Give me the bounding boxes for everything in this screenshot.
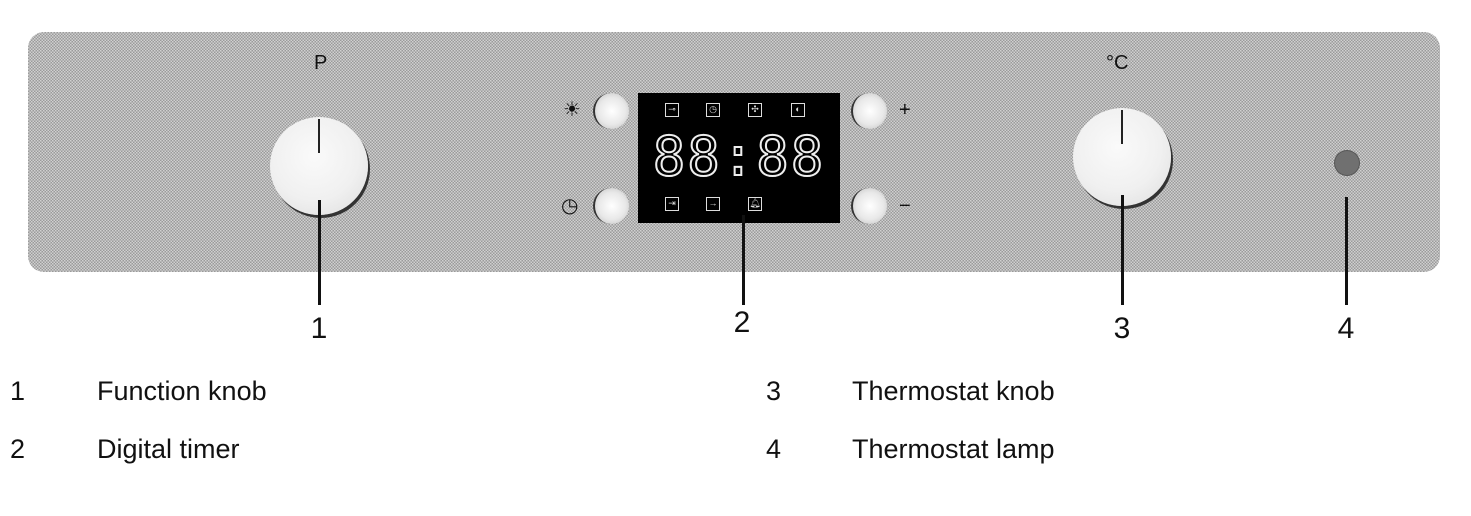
end-time-icon: → xyxy=(706,197,720,211)
callout-line-3 xyxy=(1121,195,1124,305)
light-button[interactable] xyxy=(593,93,629,129)
plus-icon: + xyxy=(899,99,911,121)
digital-timer-display: ⊸ ◷ ✣ ◐ 88:88 ⇥ → 🔔︎ xyxy=(638,93,840,223)
minus-button[interactable] xyxy=(851,188,887,224)
legend-num-3: 3 xyxy=(766,376,782,406)
legend-num-1: 1 xyxy=(10,376,26,406)
minus-icon: − xyxy=(899,195,911,217)
fan-icon: ✣ xyxy=(748,103,762,117)
callout-3: 3 xyxy=(1113,312,1131,345)
legend-label-2: Digital timer xyxy=(97,434,240,464)
timer-digits: 88:88 xyxy=(652,125,826,188)
callout-line-2 xyxy=(742,215,745,305)
bell-icon: 🔔︎ xyxy=(748,197,762,211)
callout-line-1 xyxy=(318,200,321,305)
legend-num-4: 4 xyxy=(766,434,782,464)
legend-label-3: Thermostat knob xyxy=(852,376,1055,406)
light-icon: ☀ xyxy=(563,99,581,121)
clock-icon: ◷ xyxy=(706,103,720,117)
thermostat-knob[interactable] xyxy=(1073,108,1171,206)
function-knob-symbol: P xyxy=(314,52,328,74)
thermostat-knob-symbol: °C xyxy=(1106,52,1129,74)
half-circle-icon: ◐ xyxy=(791,103,805,117)
legend-num-2: 2 xyxy=(10,434,26,464)
plus-button[interactable] xyxy=(851,93,887,129)
callout-2: 2 xyxy=(733,306,751,339)
clock-button[interactable] xyxy=(593,188,629,224)
legend-label-4: Thermostat lamp xyxy=(852,434,1055,464)
legend-label-1: Function knob xyxy=(97,376,267,406)
thermostat-lamp xyxy=(1335,151,1359,175)
callout-line-4 xyxy=(1345,197,1348,305)
duration-icon: ⇥ xyxy=(665,197,679,211)
clock-icon: ◷ xyxy=(561,195,579,217)
key-icon: ⊸ xyxy=(665,103,679,117)
callout-4: 4 xyxy=(1337,312,1355,345)
function-knob[interactable] xyxy=(270,117,368,215)
callout-1: 1 xyxy=(310,312,328,345)
